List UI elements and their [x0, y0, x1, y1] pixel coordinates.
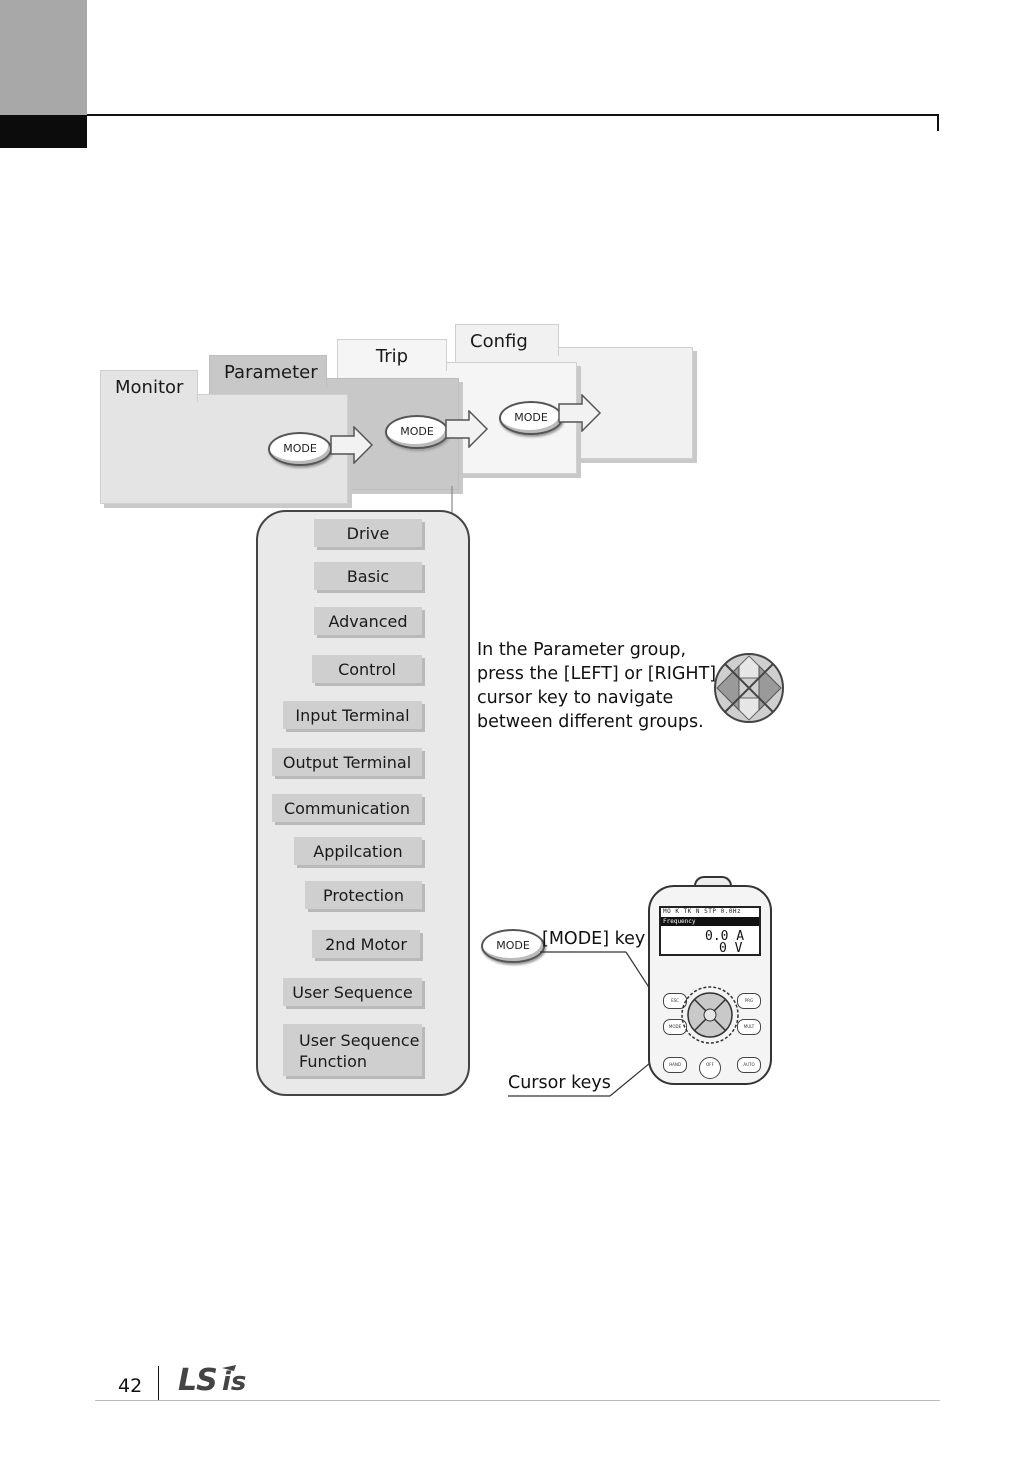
svg-text:is: is	[222, 1367, 246, 1396]
param-group-label: User Sequence	[299, 1031, 420, 1050]
header-corner-black	[0, 115, 87, 148]
hand-key[interactable]: HAND	[663, 1057, 687, 1073]
keypad-lcd: MO K TK N STP 0.0Hz Frequency 0.0 A 0 V	[659, 906, 761, 956]
lcd-subtitle: Frequency	[661, 917, 759, 926]
param-group-label-line2: Function	[299, 1052, 368, 1071]
param-group-label: Basic	[346, 567, 390, 586]
lcd-status-line: MO K TK N STP 0.0Hz	[663, 908, 742, 915]
lcd-voltage: 0 V	[719, 941, 743, 956]
header-rule	[87, 114, 939, 116]
param-group-control[interactable]: Control	[312, 655, 422, 683]
param-group-label: User Sequence	[292, 983, 413, 1002]
header-rule-tick	[937, 114, 939, 131]
monitor-mode-button[interactable]: MODE	[268, 432, 332, 466]
param-group-2nd-motor[interactable]: 2nd Motor	[312, 930, 420, 958]
arrow-right-icon	[558, 394, 602, 432]
trip-mode-button[interactable]: MODE	[499, 401, 563, 435]
mode-key-illustration: MODE	[481, 929, 545, 963]
trip-tab-label: Trip	[375, 346, 409, 367]
arrow-right-icon	[330, 426, 374, 464]
monitor-tab-label: Monitor	[115, 377, 184, 398]
param-group-application[interactable]: Appilcation	[294, 837, 422, 865]
param-group-label: Output Terminal	[282, 753, 412, 772]
off-key[interactable]: OFF	[699, 1057, 721, 1079]
mode-key[interactable]: MODE	[663, 1019, 687, 1035]
config-tab-label: Config	[470, 331, 528, 352]
param-group-protection[interactable]: Protection	[305, 881, 422, 909]
parameter-tab-label: Parameter	[224, 362, 318, 383]
param-group-label: Control	[338, 660, 396, 679]
parameter-mode-button[interactable]: MODE	[385, 415, 449, 449]
param-group-input-terminal[interactable]: Input Terminal	[283, 701, 422, 729]
lcd-current: 0.0 A	[705, 929, 745, 944]
param-group-label: Communication	[283, 799, 411, 818]
footer-separator	[158, 1366, 159, 1400]
param-group-label: Drive	[346, 524, 390, 543]
navigation-note: In the Parameter group, press the [LEFT]…	[477, 638, 717, 734]
prg-key[interactable]: PRG	[737, 993, 761, 1009]
note-line: between different groups.	[477, 712, 704, 732]
param-group-label: Input Terminal	[295, 706, 410, 725]
note-line: In the Parameter group,	[477, 640, 687, 660]
header-corner-grey	[0, 0, 87, 115]
param-group-output-terminal[interactable]: Output Terminal	[272, 748, 422, 776]
svg-text:LS: LS	[178, 1363, 217, 1396]
mode-key-label: [MODE] key	[542, 929, 646, 949]
page-number: 42	[118, 1375, 143, 1397]
cursor-keys-label: Cursor keys	[508, 1073, 611, 1093]
footer-rule	[95, 1400, 940, 1401]
note-line: press the [LEFT] or [RIGHT]	[477, 664, 717, 684]
param-group-advanced[interactable]: Advanced	[314, 607, 422, 635]
param-group-label: Protection	[323, 886, 404, 905]
param-group-drive[interactable]: Drive	[314, 519, 422, 547]
param-group-basic[interactable]: Basic	[314, 562, 422, 590]
esc-key[interactable]: ESC	[663, 993, 687, 1009]
note-line: cursor key to navigate	[477, 688, 674, 708]
multi-key[interactable]: MULT	[737, 1019, 761, 1035]
parameter-tab: Parameter	[209, 355, 327, 387]
monitor-tab: Monitor	[100, 370, 198, 402]
cursor-keys-icon	[714, 653, 784, 723]
auto-key[interactable]: AUTO	[737, 1057, 761, 1073]
trip-tab: Trip	[337, 339, 447, 371]
param-group-label: 2nd Motor	[325, 935, 407, 954]
param-group-user-sequence[interactable]: User Sequence	[283, 978, 422, 1006]
keypad-cursor-wheel-icon[interactable]	[680, 985, 740, 1045]
config-tab: Config	[455, 324, 559, 356]
param-group-label: Appilcation	[313, 842, 403, 861]
param-group-user-sequence-function[interactable]: User Sequence Function	[283, 1024, 422, 1076]
param-group-label: Advanced	[328, 612, 408, 631]
arrow-right-icon	[445, 410, 489, 448]
param-group-communication[interactable]: Communication	[272, 794, 422, 822]
lsis-logo: LS is	[178, 1363, 246, 1396]
